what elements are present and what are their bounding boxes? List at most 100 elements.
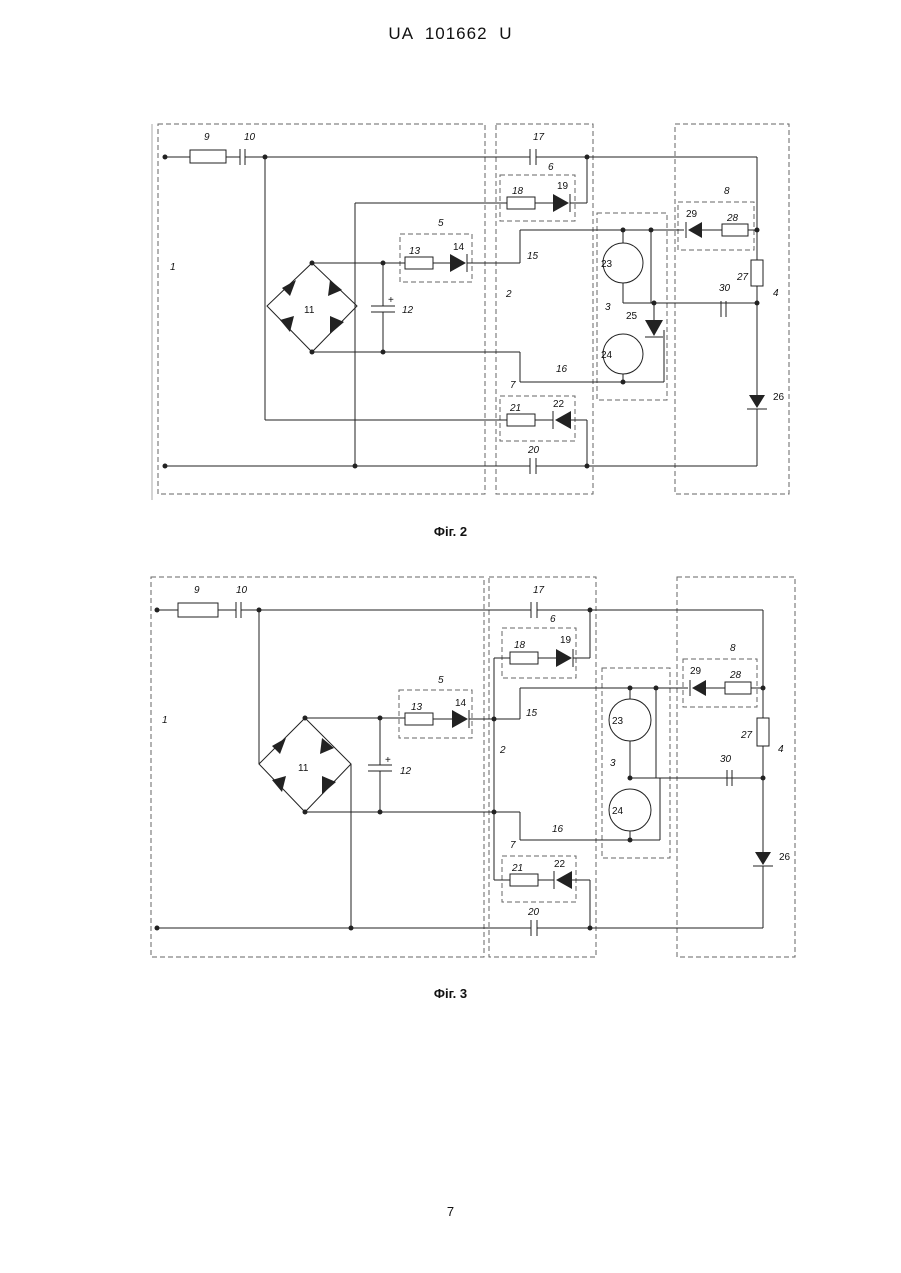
label-6: 6 [548,162,554,173]
label-27: 27 [736,272,749,283]
label-12: 12 [400,766,412,777]
resistor-21 [510,874,538,886]
resistor-18 [507,197,535,209]
block-1 [151,577,484,957]
label-18: 18 [514,640,526,651]
label-3: 3 [610,758,616,769]
label-17: 17 [533,132,545,143]
label-14: 14 [455,698,467,709]
block-1 [158,124,485,494]
diode-14 [452,710,468,728]
label-7: 7 [510,840,516,851]
bridge-diode [280,316,294,332]
resistor-9 [190,150,226,163]
resistor-9 [178,603,218,617]
label-11: 11 [298,763,309,774]
label-19: 19 [557,181,569,192]
block-4 [677,577,795,957]
resistor-27 [757,718,769,746]
label-plus: + [385,755,391,766]
bridge-diode [322,776,336,794]
label-20: 20 [527,445,540,456]
diode-29 [692,680,706,696]
label-25: 25 [626,311,638,322]
label-5: 5 [438,675,444,686]
label-30: 30 [720,754,732,765]
diode-19 [556,649,572,667]
diode-22 [556,871,572,889]
diode-19 [553,194,569,212]
label-8: 8 [730,643,736,654]
label-19: 19 [560,635,572,646]
label-23: 23 [612,716,624,727]
label-16: 16 [552,824,564,835]
resistor-13 [405,257,433,269]
label-26: 26 [779,852,791,863]
label-29: 29 [686,209,698,220]
label-28: 28 [726,213,739,224]
label-2: 2 [499,745,506,756]
label-1: 1 [170,262,176,273]
bridge-diode [328,280,342,296]
thyristor-26 [749,395,765,408]
figure-2-schematic: 9 10 17 6 18 19 5 13 14 15 1 11 + 12 2 3… [0,0,901,520]
block-2 [489,577,596,957]
label-10: 10 [236,585,248,596]
figure-2-caption: Фіг. 2 [0,524,901,539]
bridge-diode [272,738,286,754]
label-16: 16 [556,364,568,375]
label-21: 21 [509,403,521,414]
label-4: 4 [773,288,779,299]
label-24: 24 [612,806,624,817]
diode-22 [555,411,571,429]
label-30: 30 [719,283,731,294]
label-15: 15 [527,251,539,262]
label-13: 13 [409,246,421,257]
diode-29 [688,222,702,238]
resistor-13 [405,713,433,725]
resistor-18 [510,652,538,664]
resistor-28 [725,682,751,694]
label-9: 9 [204,132,210,143]
label-22: 22 [553,399,565,410]
label-17: 17 [533,585,545,596]
label-15: 15 [526,708,538,719]
label-10: 10 [244,132,256,143]
label-22: 22 [554,859,566,870]
resistor-21 [507,414,535,426]
block-4 [675,124,789,494]
label-28: 28 [729,670,742,681]
label-7: 7 [510,380,516,391]
label-1: 1 [162,715,168,726]
bridge-diode [282,280,296,296]
label-13: 13 [411,702,423,713]
block-2 [496,124,593,494]
figure-3-schematic: 9 10 17 6 18 19 5 13 14 15 1 11 + 12 2 3… [0,570,901,980]
page-number: 7 [0,1204,901,1219]
label-26: 26 [773,392,785,403]
label-5: 5 [438,218,444,229]
label-20: 20 [527,907,540,918]
label-8: 8 [724,186,730,197]
figure-3: 9 10 17 6 18 19 5 13 14 15 1 11 + 12 2 3… [0,570,901,1010]
label-11: 11 [304,305,315,316]
bridge-diode [330,316,344,334]
label-23: 23 [601,259,613,270]
nodes [163,155,760,469]
diode-14 [450,254,466,272]
label-18: 18 [512,186,524,197]
label-4: 4 [778,744,784,755]
label-9: 9 [194,585,200,596]
label-2: 2 [505,289,512,300]
diode-25 [645,320,663,336]
label-plus: + [388,295,394,306]
figure-3-caption: Фіг. 3 [0,986,901,1001]
label-29: 29 [690,666,702,677]
label-21: 21 [511,863,523,874]
label-24: 24 [601,350,613,361]
resistor-27 [751,260,763,286]
label-6: 6 [550,614,556,625]
label-12: 12 [402,305,414,316]
label-27: 27 [740,730,753,741]
thyristor-26 [755,852,771,865]
